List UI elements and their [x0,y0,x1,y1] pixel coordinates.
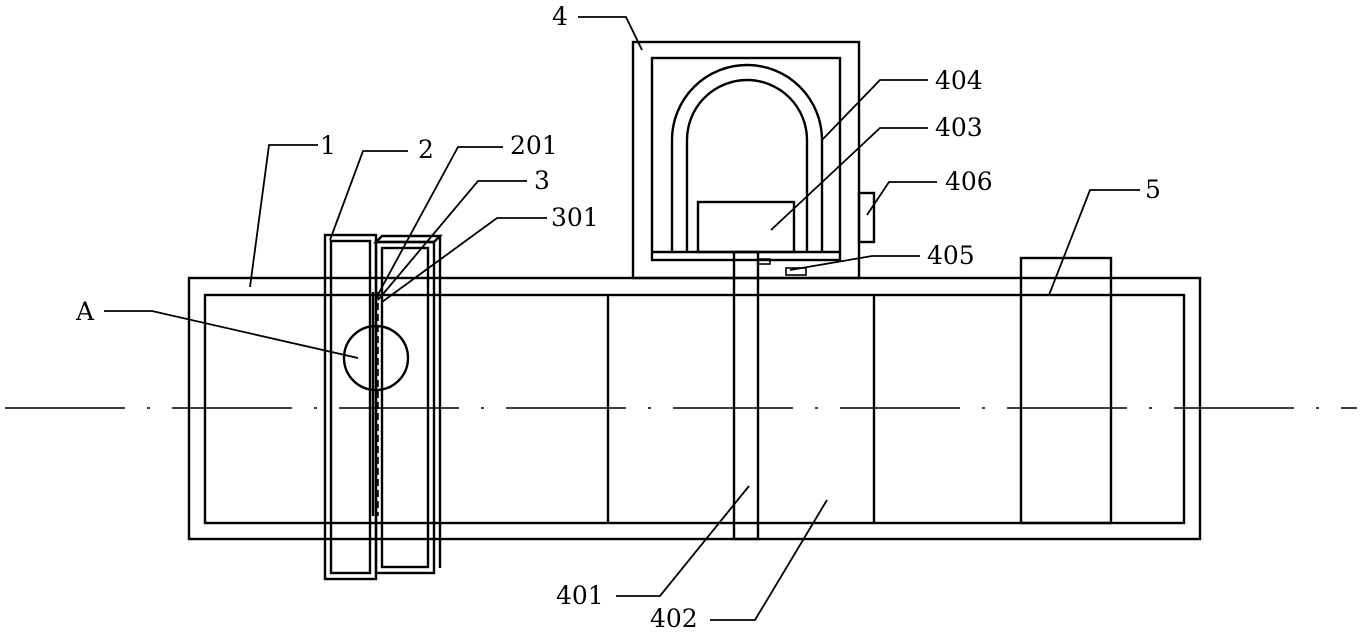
detail-circle-a [342,324,410,392]
label-box-side-tab: 406 [945,167,993,196]
label-box-rod: 401 [556,581,604,610]
vertical-rod [732,250,760,541]
leader-lines [104,16,1140,621]
side-tab [857,191,876,244]
seal-strip [371,292,379,516]
flange [323,233,378,581]
label-box-block: 403 [935,113,983,142]
seal-ring [373,234,443,575]
label-flange: 2 [418,135,434,164]
housing-body [187,276,1202,541]
label-box-chamber: 402 [650,604,698,633]
label-end-block: 5 [1145,175,1161,204]
arch-outer [670,63,824,252]
small-part [785,267,807,276]
end-block [1019,256,1113,525]
label-seal-ring-sub: 301 [551,203,599,232]
label-box-arch: 404 [935,66,983,95]
label-detail-a: A [75,297,95,326]
label-housing: 1 [320,131,336,160]
label-seal-ring: 3 [534,166,550,195]
top-box [631,40,876,280]
inner-block [696,200,796,254]
arch-inner [685,78,809,252]
label-top-box: 4 [552,2,568,31]
label-flange-sub: 201 [510,131,558,160]
label-box-small-part: 405 [927,241,975,270]
